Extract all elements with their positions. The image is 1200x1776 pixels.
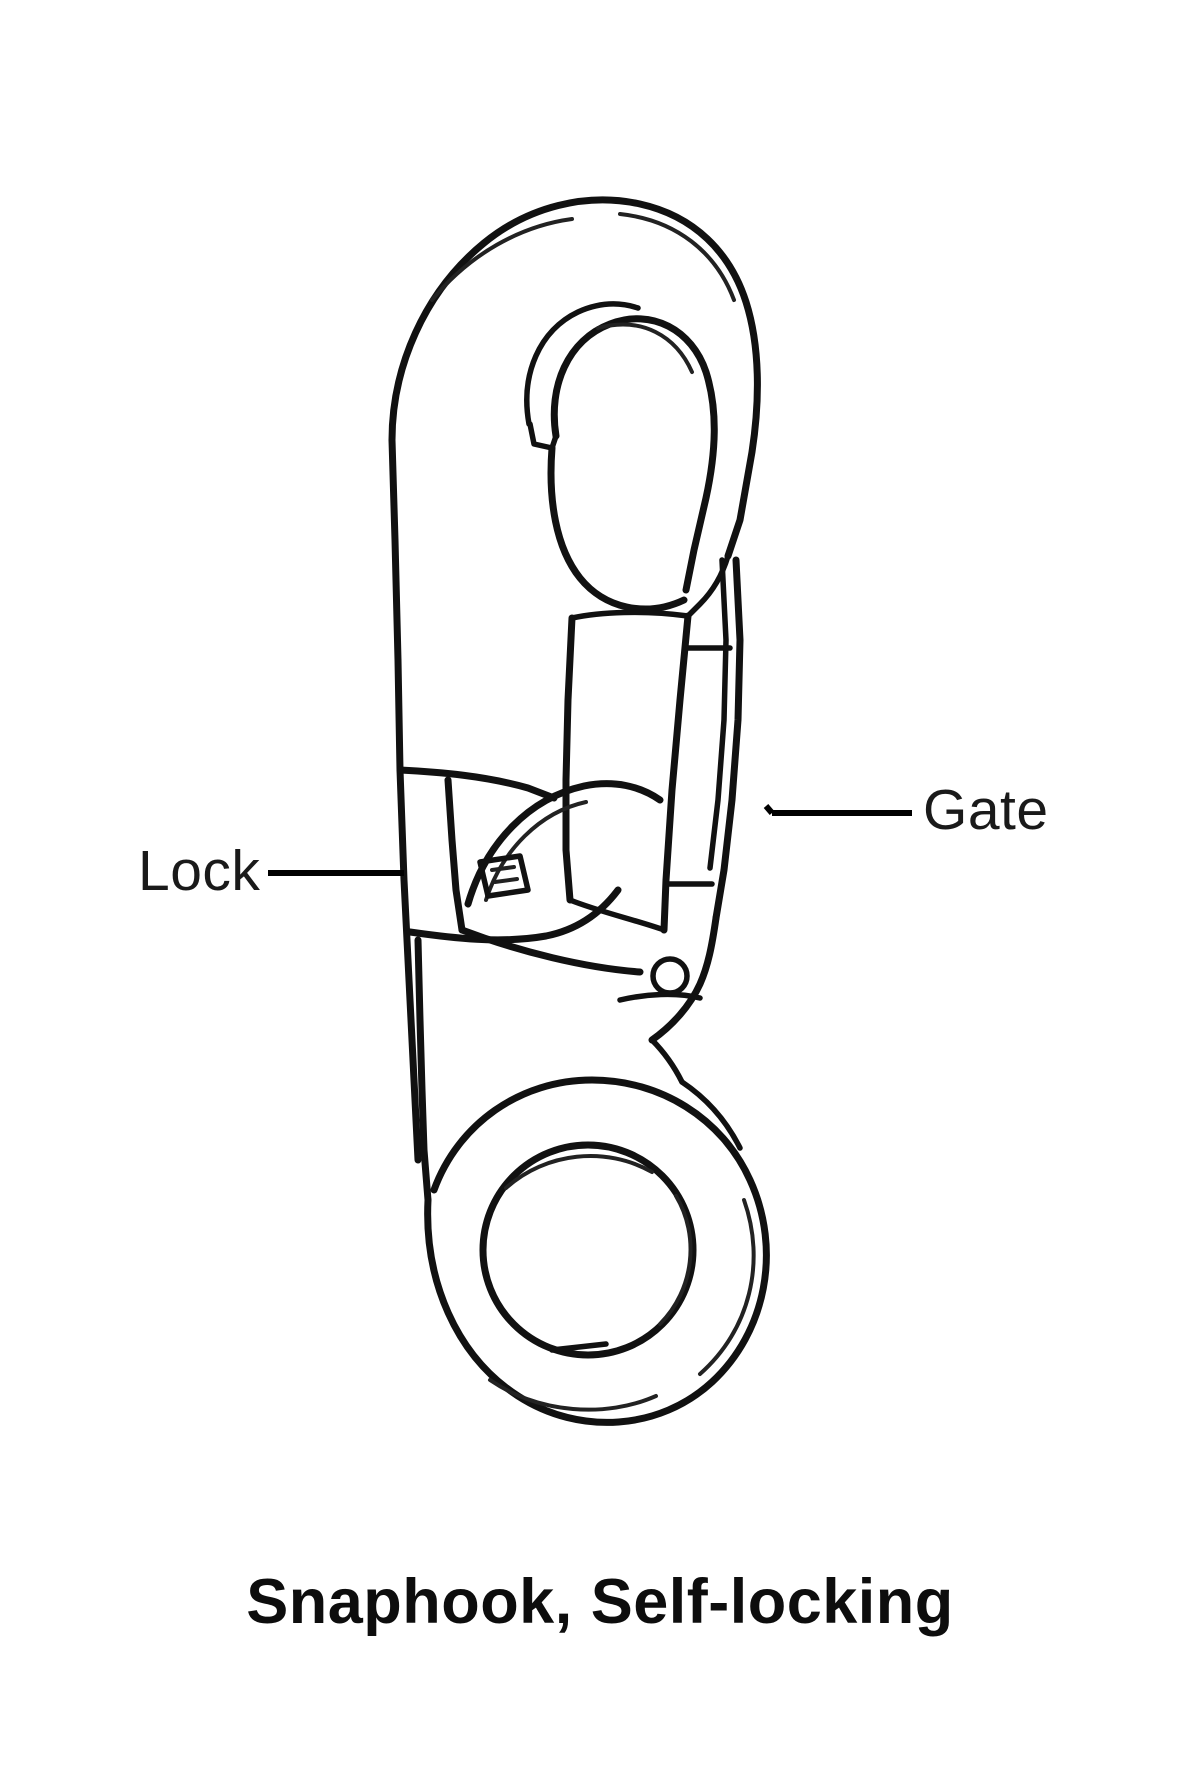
- eye-inner-hole-flat: [549, 1341, 609, 1353]
- hook-body-group: [388, 196, 761, 1164]
- hook-frame-right-tail: [648, 914, 720, 1044]
- eye-inner-hole: [479, 1141, 697, 1359]
- hook-nose-shoulder: [547, 444, 688, 613]
- stem-shoulder-right: [458, 926, 644, 976]
- hook-nose-inner: [524, 301, 641, 427]
- lock-keeper-slot: [490, 865, 516, 872]
- lock-collar-left-band: [444, 776, 466, 934]
- lock-collar-top: [396, 766, 558, 802]
- hook-frame-right-upper: [712, 556, 744, 922]
- hook-body-outer-highlight: [430, 217, 574, 302]
- lock-keeper-slot-2: [493, 877, 519, 884]
- lock-keeper-rect: [477, 853, 531, 899]
- hook-frame-right-inner: [707, 557, 729, 871]
- eye-stem-junction: [679, 1079, 743, 1151]
- stem-right-edge: [649, 1037, 685, 1085]
- gate-group: [562, 609, 733, 934]
- gate-bottom-edge: [567, 897, 667, 933]
- eye-outer-ring: [424, 1076, 770, 1426]
- hook-frame-right-group: [648, 556, 744, 1044]
- callout-label-gate: Gate: [923, 778, 1049, 842]
- eye-inner-hole-highlight-2: [658, 1194, 693, 1326]
- eye-outer-ring-highlight-2: [488, 1378, 658, 1412]
- stem-left-edge: [414, 936, 432, 1204]
- hook-nose-crest-highlight: [596, 322, 694, 374]
- lock-group: [396, 766, 664, 944]
- eye-inner-hole-highlight: [504, 1154, 654, 1190]
- lock-cam-arc-inner: [484, 800, 588, 902]
- gate-top-edge: [569, 609, 691, 621]
- pivot-rivet-seat: [617, 991, 703, 1003]
- pivot-rivet-circle: [650, 956, 690, 996]
- eye-group: [424, 1076, 770, 1426]
- hook-nose-tip-notch: [527, 421, 559, 451]
- callout-label-lock: Lock: [138, 839, 261, 903]
- gate-right-rail: [660, 612, 692, 934]
- hook-body-outer-highlight-2: [618, 212, 736, 302]
- stem-group: [414, 926, 685, 1204]
- eye-outer-ring-highlight: [698, 1198, 756, 1376]
- gate-leader-tick: [763, 804, 775, 815]
- hook-body-outer-contour: [388, 196, 761, 1164]
- lock-collar-bottom: [406, 886, 622, 944]
- gate-left-rail: [562, 614, 576, 904]
- hook-body-inner-right-wall: [685, 553, 731, 619]
- hook-nose-outer: [550, 315, 718, 594]
- figure-caption: Snaphook, Self-locking: [246, 1567, 954, 1637]
- hook-nose-group: [524, 301, 718, 613]
- pivot-rivet-group: [617, 956, 703, 1003]
